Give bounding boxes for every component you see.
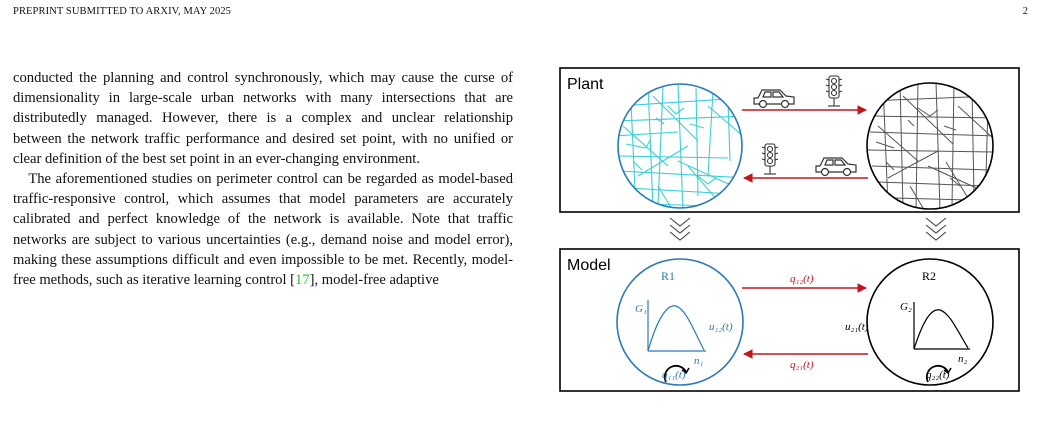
page-number: 2 — [1022, 6, 1028, 17]
curved-arrow-icon — [925, 364, 952, 383]
traffic-light-icon — [825, 75, 843, 107]
running-header: PREPRINT SUBMITTED TO ARXIV, MAY 2025 — [13, 6, 232, 17]
region1-mfd-xlabel: n₁ — [694, 355, 704, 367]
region1-mfd-ylabel: G₁ — [635, 303, 647, 315]
region1-u12-label: u₁₂(t) — [709, 321, 733, 333]
region1-mfd-plot — [647, 300, 706, 352]
region1-q11-label: q₁₁(t) — [662, 369, 686, 381]
region2-mfd-xlabel: n₂ — [958, 353, 968, 365]
paragraph-1-text: conducted the planning and control synch… — [13, 70, 513, 167]
model-label: Model — [567, 257, 611, 274]
region2-model-circle — [866, 258, 994, 386]
region2-mfd-plot — [913, 302, 970, 350]
body-text-column: conducted the planning and control synch… — [13, 68, 513, 290]
region1-label: R1 — [661, 269, 675, 283]
paragraph-2: The aforementioned studies on perimeter … — [13, 169, 513, 290]
plant-model-figure: Plant — [559, 67, 1020, 392]
chevron-down-icon — [925, 217, 947, 241]
region2-network-map — [866, 82, 994, 210]
region1-model-circle — [616, 258, 744, 386]
plant-label: Plant — [567, 76, 604, 93]
car-icon — [815, 157, 857, 177]
curved-arrow-icon — [663, 364, 690, 383]
citation-link[interactable]: 17 — [295, 272, 310, 289]
car-icon — [753, 89, 795, 109]
q12-label: q₁₂(t) — [790, 273, 814, 285]
traffic-light-icon — [761, 143, 779, 175]
region2-mfd-ylabel: G₂ — [900, 301, 912, 313]
chevron-down-icon — [669, 217, 691, 241]
region2-q22-label: q₂₂(t) — [926, 369, 950, 381]
region1-network-map — [617, 83, 743, 209]
paragraph-2-text: The aforementioned studies on perimeter … — [13, 171, 513, 289]
paragraph-2-tail: ], model-free adaptive — [309, 272, 439, 289]
region2-u21-label: u₂₁(t) — [845, 321, 869, 333]
q21-label: q₂₁(t) — [790, 359, 814, 371]
region2-label: R2 — [922, 269, 936, 283]
paragraph-1: conducted the planning and control synch… — [13, 68, 513, 169]
